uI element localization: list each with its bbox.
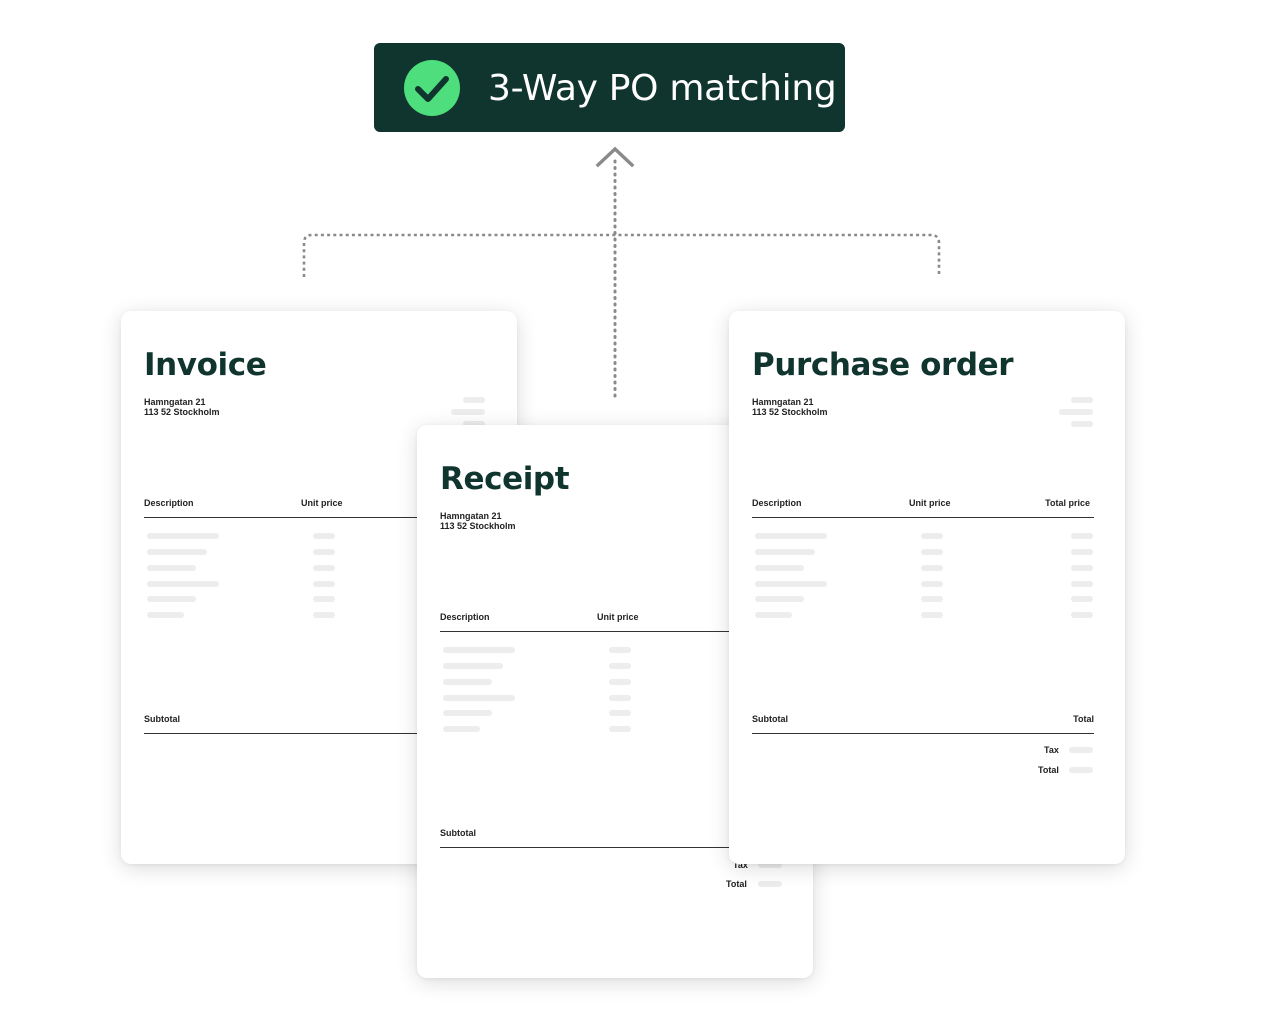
placeholder-line (755, 549, 815, 555)
divider (752, 733, 1094, 734)
placeholder-line (1071, 397, 1093, 403)
placeholder-line (443, 710, 492, 716)
placeholder-line (443, 647, 515, 653)
doc-title: Receipt (440, 461, 570, 497)
placeholder-line (1071, 565, 1093, 571)
placeholder-line (609, 663, 631, 669)
address-line: 113 52 Stockholm (144, 407, 220, 417)
tax-label: Tax (1044, 745, 1059, 755)
placeholder-line (313, 533, 335, 539)
subtotal-label: Subtotal (752, 714, 788, 724)
placeholder-line (1071, 421, 1093, 427)
total-label: Total (1038, 765, 1059, 775)
placeholder-line (443, 726, 480, 732)
placeholder-line (1069, 747, 1093, 753)
address-line: Hamngatan 21 (440, 511, 502, 521)
placeholder-line (1071, 612, 1093, 618)
placeholder-line (1071, 581, 1093, 587)
placeholder-line (313, 565, 335, 571)
placeholder-line (921, 565, 943, 571)
connector-lines (302, 146, 941, 398)
placeholder-line (463, 397, 485, 403)
column-header-description: Description (440, 612, 490, 622)
placeholder-line (755, 596, 804, 602)
placeholder-line (609, 679, 631, 685)
column-header-total-price: Total price (1045, 498, 1090, 508)
address-line: Hamngatan 21 (752, 397, 814, 407)
placeholder-line (755, 565, 804, 571)
placeholder-line (1069, 767, 1093, 773)
placeholder-line (313, 549, 335, 555)
doc-title: Purchase order (752, 347, 1014, 383)
divider (144, 733, 486, 734)
placeholder-line (609, 695, 631, 701)
placeholder-line (755, 612, 792, 618)
address-line: 113 52 Stockholm (440, 521, 516, 531)
placeholder-line (443, 679, 492, 685)
arrow-up-icon (595, 146, 635, 168)
placeholder-line (921, 581, 943, 587)
placeholder-line (758, 862, 782, 868)
tax-label: Tax (733, 860, 748, 870)
placeholder-line (313, 581, 335, 587)
placeholder-line (451, 409, 485, 415)
column-header-unit-price: Unit price (909, 498, 951, 508)
placeholder-line (609, 726, 631, 732)
address: Hamngatan 21 113 52 Stockholm (144, 397, 220, 417)
divider (440, 631, 782, 632)
placeholder-line (921, 596, 943, 602)
placeholder-line (1071, 533, 1093, 539)
bracket-line (302, 233, 941, 277)
badge-title: 3-Way PO matching (488, 68, 837, 109)
placeholder-line (147, 596, 196, 602)
total-label: Total (726, 879, 747, 889)
placeholder-line (443, 663, 503, 669)
subtotal-right-label: Total (1073, 714, 1094, 724)
placeholder-line (147, 565, 196, 571)
doc-title: Invoice (144, 347, 267, 383)
address: Hamngatan 21 113 52 Stockholm (752, 397, 828, 417)
placeholder-line (147, 533, 219, 539)
placeholder-line (147, 612, 184, 618)
subtotal-label: Subtotal (144, 714, 180, 724)
matching-badge: 3-Way PO matching (374, 43, 845, 132)
placeholder-line (1071, 596, 1093, 602)
placeholder-line (609, 710, 631, 716)
placeholder-line (758, 881, 782, 887)
address-line: 113 52 Stockholm (752, 407, 828, 417)
column-header-unit-price: Unit price (597, 612, 639, 622)
placeholder-line (147, 581, 219, 587)
placeholder-line (609, 647, 631, 653)
column-header-unit-price: Unit price (301, 498, 343, 508)
placeholder-line (1071, 549, 1093, 555)
placeholder-line (921, 533, 943, 539)
placeholder-line (443, 695, 515, 701)
placeholder-line (313, 612, 335, 618)
placeholder-line (463, 421, 485, 427)
placeholder-line (921, 612, 943, 618)
placeholder-line (1059, 409, 1093, 415)
column-header-description: Description (752, 498, 802, 508)
divider (440, 847, 782, 848)
column-header-description: Description (144, 498, 194, 508)
address-line: Hamngatan 21 (144, 397, 206, 407)
placeholder-line (921, 549, 943, 555)
divider (144, 517, 486, 518)
purchase-order-document: Purchase order Hamngatan 21 113 52 Stock… (729, 311, 1125, 864)
subtotal-label: Subtotal (440, 828, 476, 838)
placeholder-line (755, 533, 827, 539)
placeholder-line (755, 581, 827, 587)
placeholder-line (147, 549, 207, 555)
placeholder-line (313, 596, 335, 602)
check-circle-icon (404, 60, 460, 116)
address: Hamngatan 21 113 52 Stockholm (440, 511, 516, 531)
divider (752, 517, 1094, 518)
